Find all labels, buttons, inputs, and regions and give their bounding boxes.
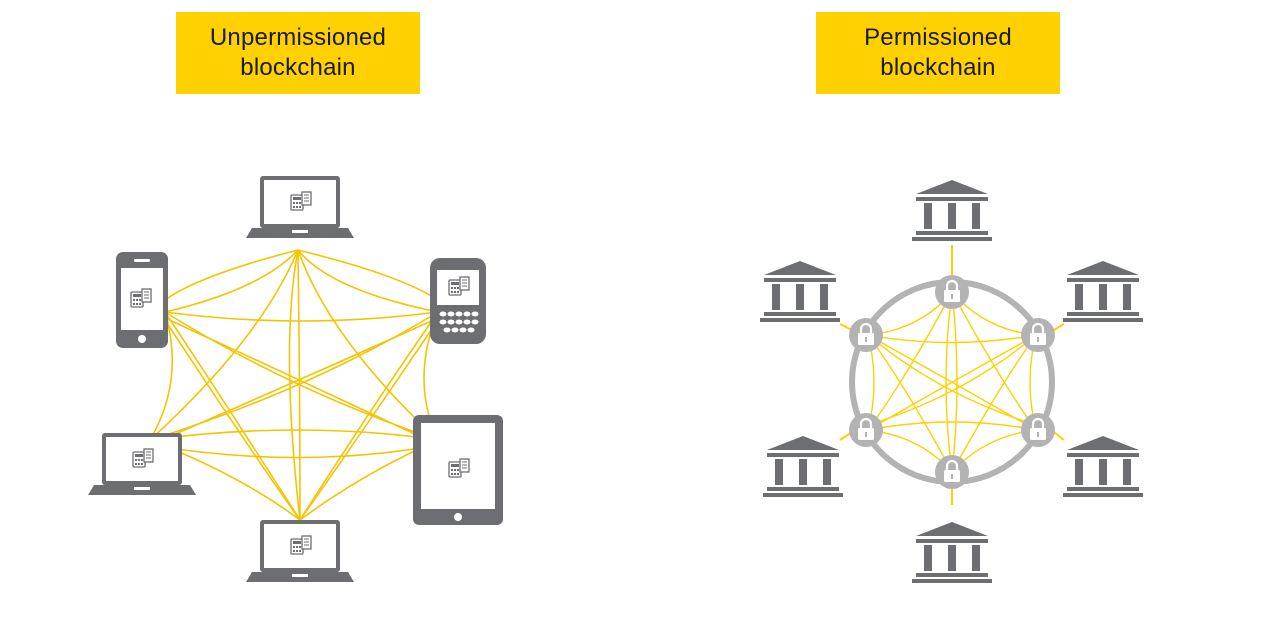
blackberry-phone-icon xyxy=(430,258,486,344)
padlock-icon xyxy=(933,273,971,311)
permissioned-title-line2: blockchain xyxy=(880,54,996,81)
bank-icon xyxy=(912,180,992,241)
padlock-icon xyxy=(847,411,885,449)
bank-icon xyxy=(912,522,992,583)
padlock-icon xyxy=(1019,411,1057,449)
laptop-icon xyxy=(246,520,354,582)
unpermissioned-connections xyxy=(149,249,439,521)
padlock-icon xyxy=(847,316,885,354)
permissioned-connections xyxy=(867,291,1037,473)
unpermissioned-title-line1: Unpermissioned xyxy=(209,24,387,51)
permissioned-spokes xyxy=(839,245,1065,505)
permissioned-title-line1: Permissioned xyxy=(864,24,1012,51)
laptop-icon xyxy=(88,433,196,495)
padlock-icon xyxy=(1019,316,1057,354)
tablet-icon xyxy=(413,415,503,525)
laptop-icon xyxy=(246,176,354,238)
smartphone-icon xyxy=(116,252,168,348)
padlock-icon xyxy=(933,453,971,491)
permissioned-title-box: Permissioned blockchain xyxy=(816,12,1060,94)
unpermissioned-title-line2: blockchain xyxy=(240,54,356,81)
bank-icon xyxy=(760,261,840,322)
bank-icon xyxy=(1063,261,1143,322)
bank-icon xyxy=(1063,436,1143,497)
bank-icon xyxy=(763,436,843,497)
unpermissioned-title-box: Unpermissioned blockchain xyxy=(176,12,420,94)
